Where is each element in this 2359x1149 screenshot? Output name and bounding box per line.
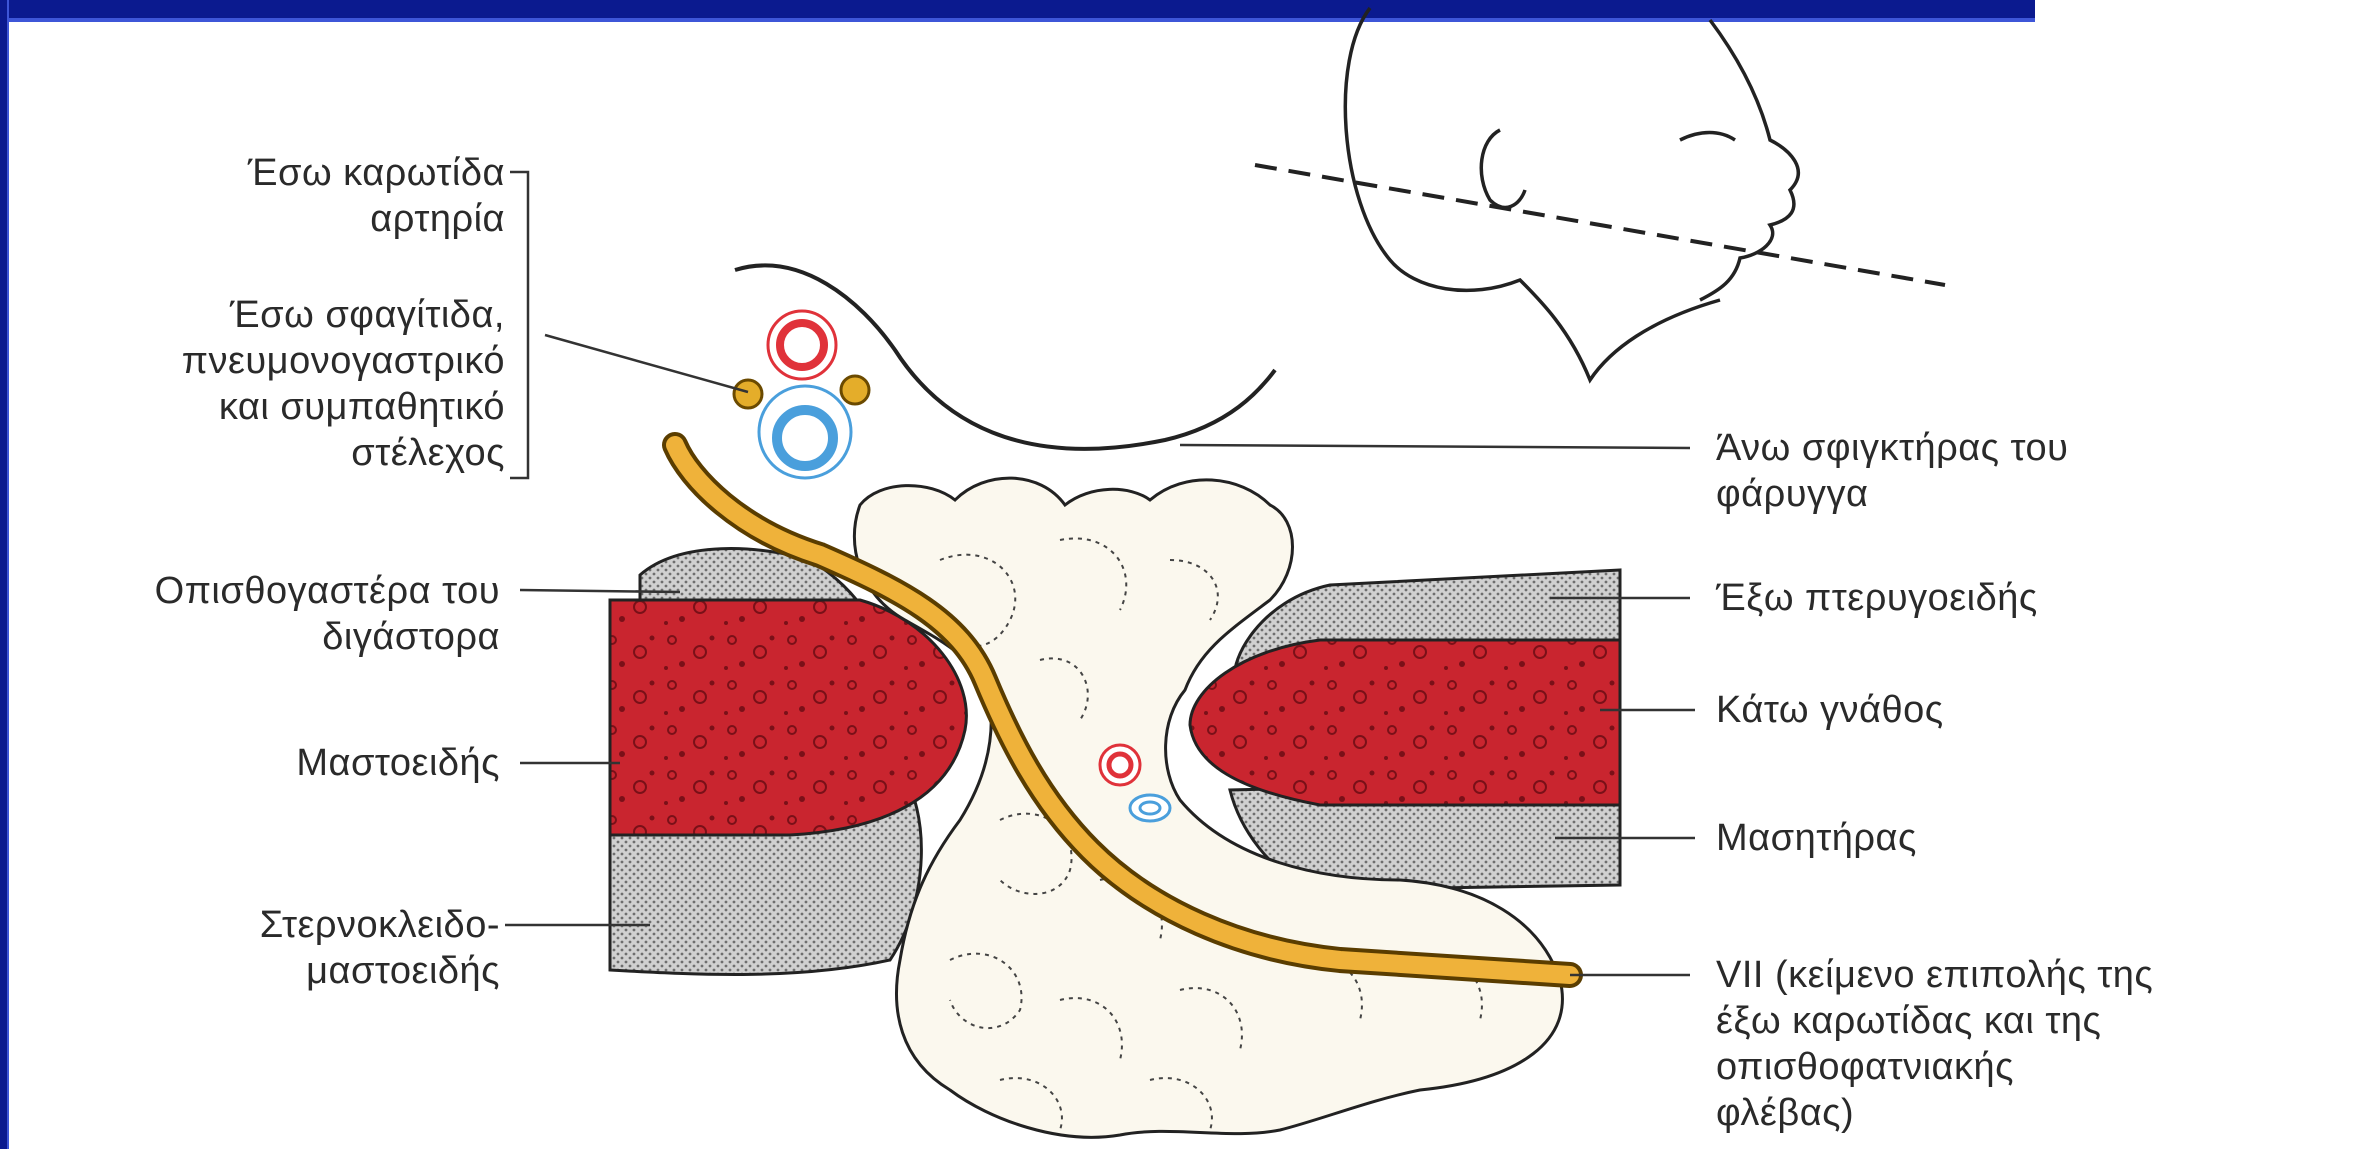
external-carotid-vessel [1100,745,1140,785]
sympathetic-trunk-dot [841,376,869,404]
head-profile-outline [1345,8,1798,380]
label-masseter: Μασητήρας [1716,815,2316,861]
label-posterior-digastric: Οπισθογαστέρα του διγάστορα [10,568,500,660]
mandible-right [1190,640,1620,805]
leader-jugular [545,335,748,392]
leader-constrictor [1180,445,1690,448]
label-internal-jugular: Έσω σφαγίτιδα, πνευμονογαστρικό και συμπ… [100,292,505,476]
section-plane-dashed-line [1255,165,1945,285]
label-superior-constrictor: Άνω σφιγκτήρας του φάρυγγα [1716,425,2316,517]
label-lateral-pterygoid: Έξω πτερυγοειδής [1716,575,2316,621]
mastoid-left [610,600,966,835]
label-internal-carotid: Έσω καρωτίδα αρτηρία [150,150,505,242]
internal-carotid-vessel [768,311,836,379]
label-sternocleidomastoid: Στερνοκλειδο- μαστοειδής [100,902,500,994]
vagus-nerve-dot [734,380,762,408]
label-mastoid: Μαστοειδής [100,740,500,786]
retromandibular-vein [1130,795,1170,821]
bracket-left-vessels [510,172,528,478]
label-mandible: Κάτω γνάθος [1716,687,2316,733]
label-facial-nerve: VII (κείμενο επιπολής της έξω καρωτίδας … [1716,952,2336,1136]
internal-jugular-vessel [759,386,851,478]
